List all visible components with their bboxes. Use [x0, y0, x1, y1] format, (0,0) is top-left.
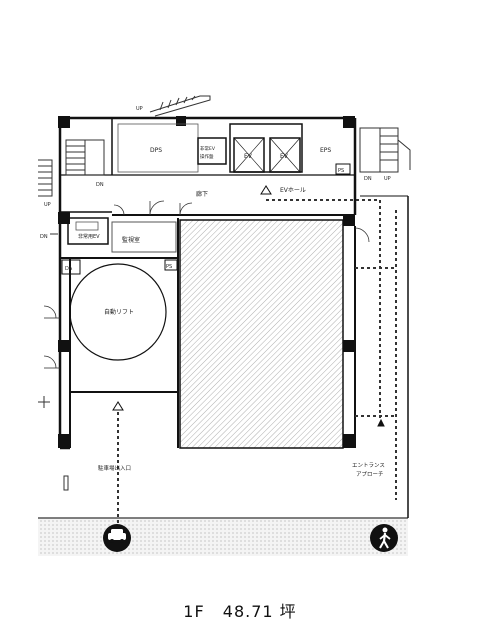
corridor-label: 廊下	[196, 190, 208, 198]
stair-right	[359, 127, 411, 173]
floor-caption: 1F 48.71 坪	[0, 598, 480, 622]
main-floor-area	[179, 219, 344, 449]
approach-route	[117, 199, 397, 530]
up-label-right: UP	[384, 176, 391, 182]
stair-left	[65, 139, 105, 176]
da-box	[61, 259, 81, 275]
floor-label: 1F	[183, 602, 205, 621]
emergency-panel-room	[197, 137, 227, 165]
ps-mid-label: PS	[166, 264, 172, 270]
elevator-bank	[229, 123, 303, 173]
ev2-label: EV	[280, 153, 289, 160]
dps-label: DPS	[150, 147, 162, 154]
emergency-ev-inner	[75, 221, 99, 231]
monitor-room	[111, 221, 177, 253]
eps-label: EPS	[320, 147, 331, 154]
doors	[43, 200, 370, 369]
car-lift-label: 自動リフト	[104, 308, 134, 316]
warning-triangles	[112, 185, 385, 427]
emergency-ev-room	[67, 217, 109, 245]
ev-hall-label: EVホール	[280, 187, 306, 194]
ps-mid-box	[164, 259, 178, 271]
ps-top-box	[335, 163, 351, 175]
ev1-label: EV	[244, 153, 253, 160]
up-label-left: UP	[44, 202, 51, 208]
pedestrian-icon	[370, 524, 398, 552]
parking-entrance-label: 駐車場出入口	[98, 464, 131, 472]
entrance-approach-label: エントランス	[352, 462, 385, 469]
dn-label-right: DN	[364, 176, 372, 182]
top-stair	[149, 95, 211, 117]
car-lift-turntable	[69, 263, 167, 361]
da-label: DA	[65, 266, 73, 272]
car-icon	[103, 524, 131, 552]
entrance-approach-label-2: アプローチ	[356, 471, 384, 478]
columns	[58, 116, 355, 448]
emergency-ev-label: 非常用EV	[78, 233, 100, 240]
monitor-room-label: 監視室	[122, 236, 140, 244]
dn-label-left: DN	[96, 182, 104, 188]
gate-marker: DN	[40, 234, 48, 240]
outer-stair-left	[38, 159, 53, 197]
area-label: 48.71 坪	[222, 602, 297, 621]
street-area	[38, 518, 408, 556]
outside-post	[63, 475, 69, 491]
up-label-top: UP	[136, 106, 143, 112]
emergency-panel-label: 非常EV	[200, 145, 216, 152]
building-outline	[58, 116, 357, 450]
ps-top-label: PS	[338, 168, 344, 174]
emergency-panel-label-2: 操作盤	[200, 153, 214, 160]
